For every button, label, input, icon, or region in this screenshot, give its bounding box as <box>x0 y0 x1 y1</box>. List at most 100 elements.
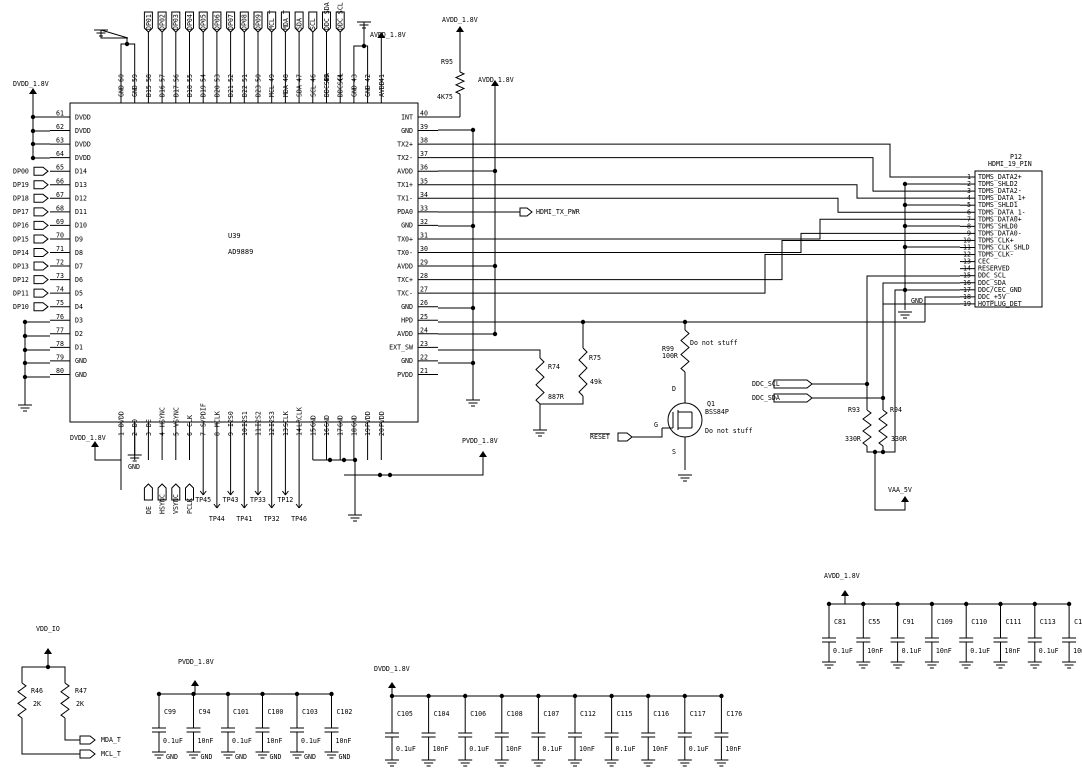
net-flag <box>33 261 49 271</box>
q1-pin-g: G <box>654 421 658 429</box>
wire <box>812 275 960 385</box>
capacitor-ref: C110 <box>971 618 987 626</box>
pin-number: 28 <box>420 272 428 280</box>
pin-number: 22 <box>420 353 428 361</box>
net-flag-label: DP15 <box>13 235 29 243</box>
net-flag <box>185 11 194 33</box>
junction-dot <box>22 319 28 325</box>
junction-dot <box>470 127 476 133</box>
capacitor-value: 0.1uF <box>469 745 489 753</box>
pin-name: HOTPLUG_DET <box>978 300 1022 308</box>
pin-name: INT <box>401 113 413 121</box>
pin-name: TX2- <box>397 154 413 162</box>
pin-number: 38 <box>420 137 428 145</box>
pin-name: D0 <box>131 419 139 427</box>
net-flag <box>519 207 533 217</box>
wire <box>812 282 960 399</box>
wire <box>298 503 303 509</box>
connector-body <box>974 170 1043 308</box>
pin-name: TDMS_CLK- <box>978 251 1014 259</box>
pin-name: TX0- <box>397 249 413 257</box>
decoupling-capacitors: AVDD_1.8VC810.1uFC5510nFC910.1uFC10910nF… <box>152 572 1082 767</box>
pin-name: AVDD <box>378 81 386 97</box>
power-arrow <box>388 682 396 688</box>
net-flag-label: DP13 <box>13 262 29 270</box>
net-flag-label: DP10 <box>13 303 29 311</box>
pin-number: 11 <box>255 428 263 436</box>
wire <box>281 490 286 496</box>
pin-number: 48 <box>282 74 290 82</box>
capacitor-value: 10nF <box>267 737 283 745</box>
pin-name: DVDD <box>75 127 91 135</box>
pin-name: GND <box>350 415 358 427</box>
pin-name: DDCSCL <box>337 73 345 97</box>
pin-number: 1 <box>967 173 971 181</box>
power-arrow <box>191 680 199 686</box>
pin-name: DVDD <box>118 411 126 427</box>
pin-number: 1 <box>118 432 126 436</box>
pin-name: TDMS_CLK+ <box>978 236 1014 244</box>
pin-number: 15 <box>309 428 317 436</box>
resistor-ref: R95 <box>441 58 453 66</box>
pin-number: 14 <box>296 428 304 436</box>
pin-name: CLK <box>186 415 194 427</box>
wire <box>578 347 588 397</box>
resistor-ref: R47 <box>75 687 87 695</box>
pin-name: D9 <box>75 235 83 243</box>
pin-name: GND <box>350 85 358 97</box>
wire <box>883 289 960 453</box>
pin-number: 9 <box>227 432 235 436</box>
pin-name: I2S1 <box>241 411 249 427</box>
pin-name: SCLK <box>282 411 290 427</box>
pin-name: SCL <box>309 85 317 97</box>
pin-number: 43 <box>350 74 358 82</box>
pin-number: 17 <box>963 286 971 294</box>
capacitor-value: 10nF <box>936 647 952 655</box>
wire <box>295 503 300 509</box>
net-flag-label: DP01 <box>145 14 153 30</box>
wire <box>216 503 221 509</box>
junction-dot <box>470 360 476 366</box>
power-label: GND <box>911 297 923 305</box>
wire <box>64 718 80 741</box>
pin-number: 12 <box>963 251 971 259</box>
net-flag <box>335 11 345 33</box>
pin-number: 66 <box>56 177 64 185</box>
capacitor-ref: C106 <box>470 710 486 718</box>
pin-name: DVDD <box>75 140 91 148</box>
pin-name: TDMS_CLK_SHLD <box>978 244 1030 252</box>
test-point-label: TP45 <box>195 496 211 504</box>
junction-dot <box>902 181 908 187</box>
capacitor-value: 0.1uF <box>833 647 853 655</box>
junction-dot <box>22 347 28 353</box>
chip-part: AD9889 <box>228 248 253 256</box>
resistor-ref: R94 <box>890 406 902 414</box>
pin-name: PVDD <box>397 371 413 379</box>
capacitor-ref: C103 <box>302 708 318 716</box>
power-arrow <box>29 88 37 94</box>
junction-dot <box>30 114 36 120</box>
pin-name: D16 <box>159 85 167 97</box>
wire <box>438 254 960 294</box>
pin-number: 2 <box>967 180 971 188</box>
junction-dot <box>22 360 28 366</box>
capacitor-value: 0.1uF <box>902 647 922 655</box>
pin-name: D21 <box>227 85 235 97</box>
power-label: VDD_IO <box>36 625 60 633</box>
pin-number: 80 <box>56 367 64 375</box>
pin-name: SDA <box>296 85 304 97</box>
capacitor-value: 0.1uF <box>970 647 990 655</box>
capacitor-value: 10nF <box>725 745 741 753</box>
wire <box>924 296 960 322</box>
resistor-value: 887R <box>548 393 564 401</box>
pin-name: TX2+ <box>397 140 413 148</box>
wire <box>94 447 121 461</box>
pin-name: GND <box>118 85 126 97</box>
pin-number: 47 <box>296 74 304 82</box>
wire <box>874 452 906 511</box>
pin-number: 23 <box>420 340 428 348</box>
wire <box>202 490 207 496</box>
wire <box>17 682 27 719</box>
capacitor-ref: C81 <box>834 618 846 626</box>
pin-name: GND <box>75 371 87 379</box>
